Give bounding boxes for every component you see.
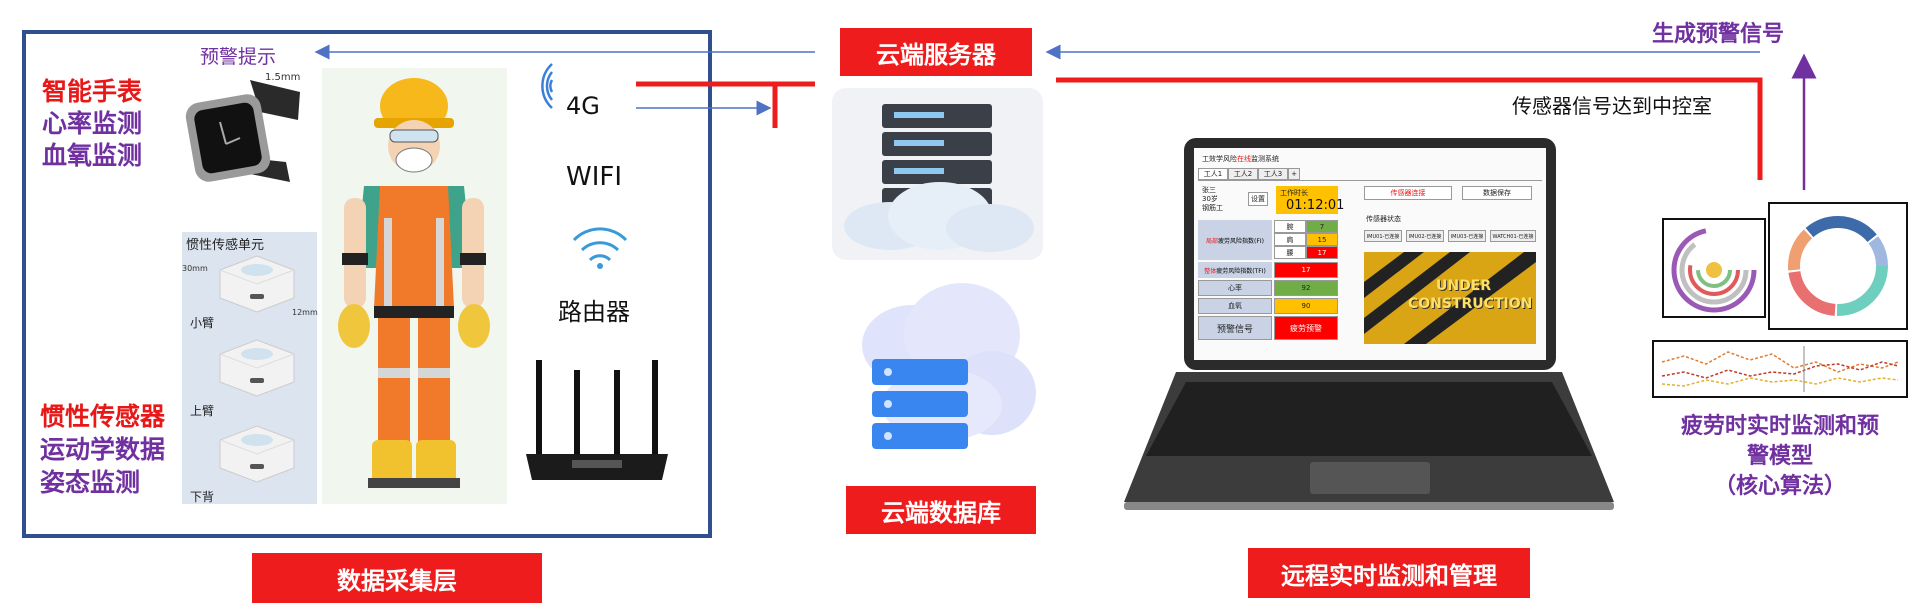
smartwatch-line2: 血氧监测 [42,141,143,170]
cloud-database-label: 云端数据库 [846,486,1036,534]
sensor-connect-button[interactable]: 传感器连接 [1364,186,1452,200]
video-feed: UNDER CONSTRUCTION [1364,252,1536,344]
work-time-box [1276,186,1338,214]
system-title-c: 监测系统 [1251,155,1279,163]
sensor-status-item: IMU01-已连接 [1364,230,1402,242]
system-title-a: 工效学风险 [1202,155,1237,163]
line-chart-icon [1661,346,1899,392]
construction-line1: UNDER [1436,278,1492,294]
signal-to-center-label: 传感器信号达到中控室 [1512,94,1712,118]
tab-add[interactable]: + [1288,168,1300,180]
cloud-server-icon [832,88,1043,260]
fatigue-alert-value: 疲劳预警 [1274,316,1338,340]
watch-dimension: 1.5mm [265,72,301,83]
worker-age: 30岁 [1202,195,1218,203]
data-collection-frame [22,30,712,538]
signal-waves-icon [541,63,554,109]
model-line2: 警模型 [1746,444,1813,469]
router-icon [526,360,668,480]
data-save-button[interactable]: 数据保存 [1462,186,1532,200]
overall-fatigue-value: 17 [1274,262,1338,278]
upper-arm-label: 上臂 [190,404,215,418]
spo2-label: 血氧 [1198,298,1272,314]
local-label-b: 疲劳风险指数(FI) [1218,237,1264,245]
imu-title: 惯性传感器 [40,402,166,431]
local-label-a: 局部 [1206,237,1219,245]
radial-chart-icon [1671,227,1757,313]
heart-rate-label: 心率 [1198,280,1272,296]
worker-name: 张三 [1202,186,1216,194]
sensor-status-label: 传感器状态 [1366,215,1401,223]
part-wrist-label: 腕 [1274,220,1306,233]
worker-info: 张三 30岁 钢筋工 [1202,186,1223,213]
spo2-value: 90 [1274,298,1338,314]
sensor-status-item: IMU02-已连接 [1406,230,1444,242]
wifi-label: WIFI [566,162,622,192]
tab-worker-2[interactable]: 工人2 [1228,168,1258,180]
model-chart-box-2 [1768,202,1908,330]
tab-worker-3[interactable]: 工人3 [1258,168,1288,180]
construction-sign-icon [1364,252,1536,344]
model-line3: （核心算法） [1713,474,1846,499]
part-waist-label: 腰 [1274,246,1306,259]
tab-bar [1198,168,1542,181]
part-waist-value: 17 [1306,246,1338,259]
model-line1: 疲劳时实时监测和预 [1680,414,1879,439]
overall-fatigue-label: 整体疲劳风险指数(TFI) [1198,262,1272,278]
data-collection-layer-label: 数据采集层 [252,553,542,603]
net-4g-label: 4G [566,92,600,120]
imu-line2: 姿态监测 [40,468,141,497]
part-shoulder-value: 15 [1306,233,1338,246]
alert-hint-label: 预警提示 [200,46,277,68]
imu-text: 惯性传感器 运动学数据 姿态监测 [40,400,165,499]
construction-line2: CONSTRUCTION [1408,296,1533,312]
imu-sensor-icon [219,425,295,483]
donut-chart-icon [1788,216,1888,316]
model-description: 疲劳时实时监测和预 警模型 （核心算法） [1640,412,1920,502]
cloud-database-icon [862,283,1036,449]
smartwatch-text: 智能手表 心率监测 血氧监测 [42,76,142,172]
smartwatch-line1: 心率监测 [42,109,143,138]
smartwatch-icon [185,80,300,182]
part-wrist-value: 7 [1306,220,1338,233]
worker-illustration [338,78,490,488]
sensor-status-item: IMU03-已连接 [1448,230,1486,242]
work-time-label: 工作时长 [1280,189,1308,197]
overall-label-b: 疲劳风险指数(TFI) [1216,267,1266,275]
part-shoulder-label: 肩 [1274,233,1306,246]
system-title: 工效学风险在线监测系统 [1202,154,1279,164]
lower-back-label: 下背 [190,490,215,504]
model-chart-box-1 [1662,218,1766,318]
forearm-label: 小臂 [190,316,215,330]
router-label: 路由器 [558,298,630,326]
laptop-screen: 工效学风险在线监测系统 工人1 工人2 工人3 + 张三 30岁 钢筋工 设置 … [1194,148,1546,360]
remote-monitoring-label: 远程实时监测和管理 [1248,548,1530,598]
imu-dim-height: 30mm [182,264,208,273]
generate-signal-label: 生成预警信号 [1652,22,1785,47]
alert-signal-label: 预警信号 [1198,316,1272,340]
imu-sensor-icon [219,255,295,313]
wifi-icon [572,227,628,269]
work-time-value: 01:12:01 [1286,198,1345,213]
cloud-server-label: 云端服务器 [840,28,1032,76]
settings-button[interactable]: 设置 [1248,192,1268,206]
imu-line1: 运动学数据 [40,435,166,464]
tab-worker-1[interactable]: 工人1 [1198,168,1228,180]
model-chart-box-3 [1652,340,1908,398]
smartwatch-title: 智能手表 [42,77,143,106]
overall-label-a: 整体 [1204,267,1217,275]
imu-dim-width: 12mm [292,308,318,317]
imu-sensor-icon [219,339,295,397]
local-fatigue-label: 局部疲劳风险指数(FI) [1198,220,1272,260]
imu-unit-title: 惯性传感单元 [186,238,265,253]
sensor-status-item: WATCH01-已连接 [1490,230,1536,242]
system-title-b: 在线 [1237,155,1251,163]
worker-role: 钢筋工 [1202,204,1223,212]
heart-rate-value: 92 [1274,280,1338,296]
